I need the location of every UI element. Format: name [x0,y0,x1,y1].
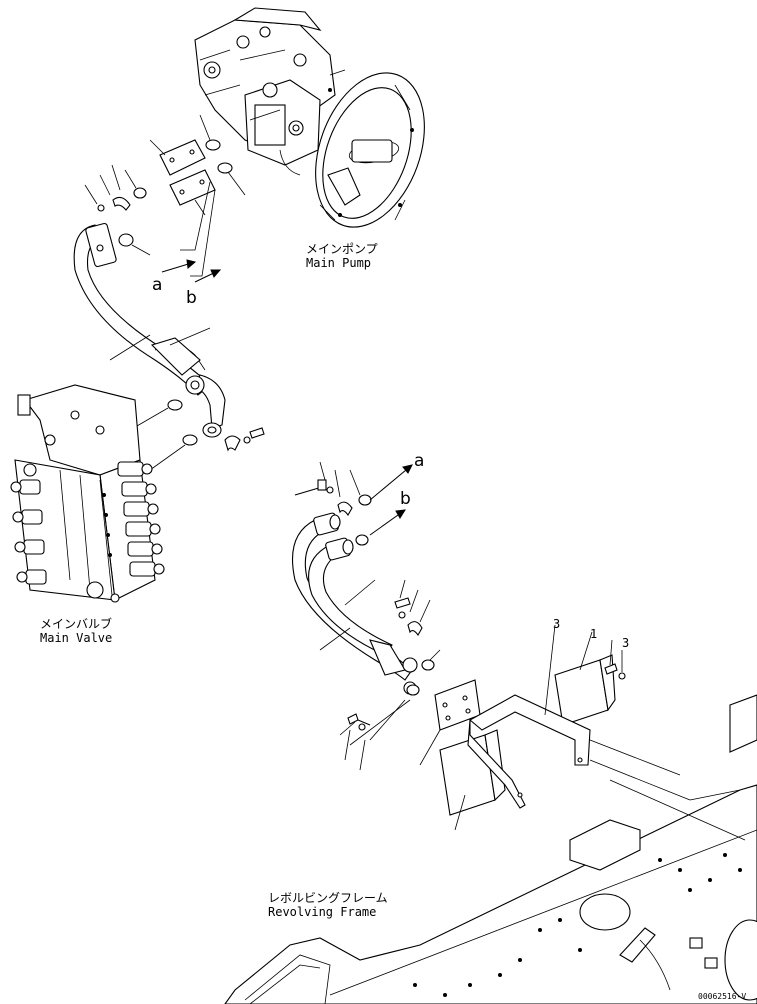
main-valve [10,384,165,603]
main-pump-label-en: Main Pump [306,256,371,270]
callout-1: 1 [590,627,597,641]
hose-lower [291,512,418,695]
connector-a-top: a [152,275,162,295]
connector-arrows-top [161,259,222,283]
hose-upper [73,222,226,429]
valve-spools [10,461,165,585]
connector-a-right: a [414,451,424,471]
lower-fittings [294,461,481,766]
drawing-code: 00062516-V [698,992,746,1001]
revolving-frame-label-jp: レボルビングフレーム [268,891,388,905]
connector-b-right: b [400,489,411,509]
connector-arrows-right [369,464,413,536]
main-pump [194,7,425,228]
revolving-frame [224,694,757,1004]
valve-fittings [129,399,265,471]
callout-3a: 3 [553,617,560,631]
connector-b-top: b [186,288,197,308]
main-valve-label-jp: メインバルブ [40,616,112,631]
main-valve-label-en: Main Valve [40,631,112,645]
revolving-frame-label-en: Revolving Frame [268,905,376,919]
brackets [439,624,626,831]
callout-3b: 3 [622,636,629,650]
main-pump-label-jp: メインポンプ [306,242,378,256]
leader-lines [344,699,411,771]
pump-fittings [84,114,246,277]
